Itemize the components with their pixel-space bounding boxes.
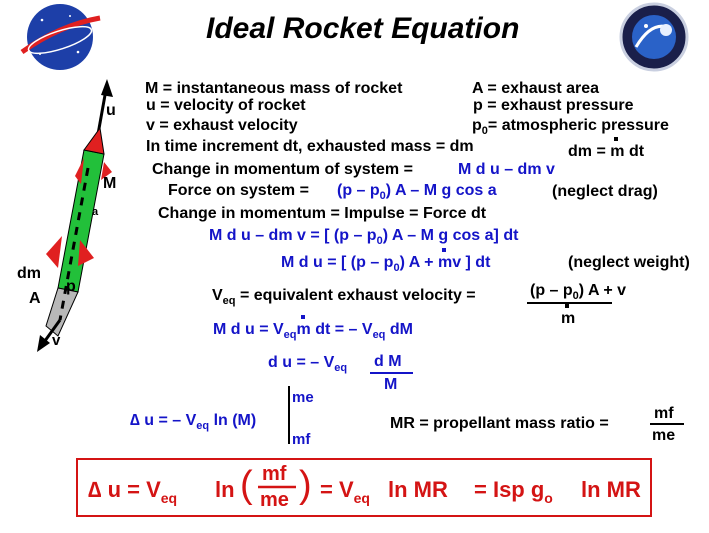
final-ln-mr: ln MR: [388, 477, 448, 502]
neglect-drag: (neglect drag): [552, 183, 658, 200]
time-increment: In time increment dt, exhausted mass = d…: [146, 138, 474, 155]
final-frac-den: me: [260, 489, 289, 511]
label-a: a: [92, 206, 99, 218]
force-label: Force on system =: [168, 182, 309, 199]
eq4-denominator: M: [384, 376, 398, 393]
integral-upper: me: [292, 389, 314, 406]
eq1: M d u – dm v = [ (p – p0) A – M g cos a]…: [209, 227, 519, 247]
label-v: v: [52, 332, 61, 349]
force-expr: (p – p0) A – M g cos a: [337, 182, 497, 202]
integral-lower: mf: [292, 431, 311, 448]
mr-definition: MR = propellant mass ratio =: [390, 415, 609, 432]
label-u: u: [106, 102, 116, 119]
final-ln-mr2: ln MR: [581, 477, 641, 502]
label-A: A: [29, 290, 41, 307]
final-paren-open: (: [240, 464, 253, 506]
def-u: u = velocity of rocket: [146, 97, 306, 114]
neglect-weight: (neglect weight): [568, 254, 690, 271]
label-dm: dm: [17, 265, 41, 282]
veq-numerator: (p – p0) A + v: [530, 282, 627, 302]
eq2: M d u = [ (p – p0) A + mv ] dt: [281, 248, 490, 274]
final-ln1: ln: [215, 477, 235, 502]
final-frac-num: mf: [262, 463, 287, 485]
final-veq: = Veq: [320, 477, 370, 506]
def-A: A = exhaust area: [472, 80, 600, 97]
momentum-expr: M d u – dm v: [458, 161, 555, 178]
final-equation-box: [76, 458, 652, 517]
dm-relation: dm = m dt: [568, 137, 688, 160]
exploration-seal: [619, 2, 689, 72]
def-M: M = instantaneous mass of rocket: [145, 80, 403, 97]
def-p0: p0= atmospheric pressure: [472, 117, 669, 137]
mr-numerator: mf: [654, 405, 674, 422]
eq4: d u = – Veq: [268, 354, 348, 374]
impulse-line: Change in momentum = Impulse = Force dt: [158, 205, 487, 222]
page-title: Ideal Rocket Equation: [206, 12, 520, 45]
def-v: v = exhaust velocity: [146, 117, 298, 134]
veq-definition: Veq = equivalent exhaust velocity =: [212, 287, 476, 307]
final-isp: = Isp go: [474, 477, 553, 506]
integral-expr: ∆ u = – Veq ln (M): [130, 412, 257, 432]
label-p: p: [66, 278, 76, 295]
momentum-label: Change in momentum of system =: [152, 161, 413, 178]
rocket: [37, 79, 113, 352]
m-dot: m: [610, 137, 624, 160]
v-arrow-head: [37, 335, 50, 352]
label-M: M: [103, 175, 117, 192]
mr-denominator: me: [652, 427, 676, 444]
def-p: p = exhaust pressure: [473, 97, 634, 114]
final-du: ∆ u = Veq: [88, 477, 178, 506]
u-arrow-head: [101, 79, 113, 97]
veq-denominator: m: [561, 304, 575, 327]
eq4-numerator: d M: [374, 353, 402, 370]
nasa-logo: [20, 4, 101, 70]
final-paren-close: ): [299, 464, 312, 506]
